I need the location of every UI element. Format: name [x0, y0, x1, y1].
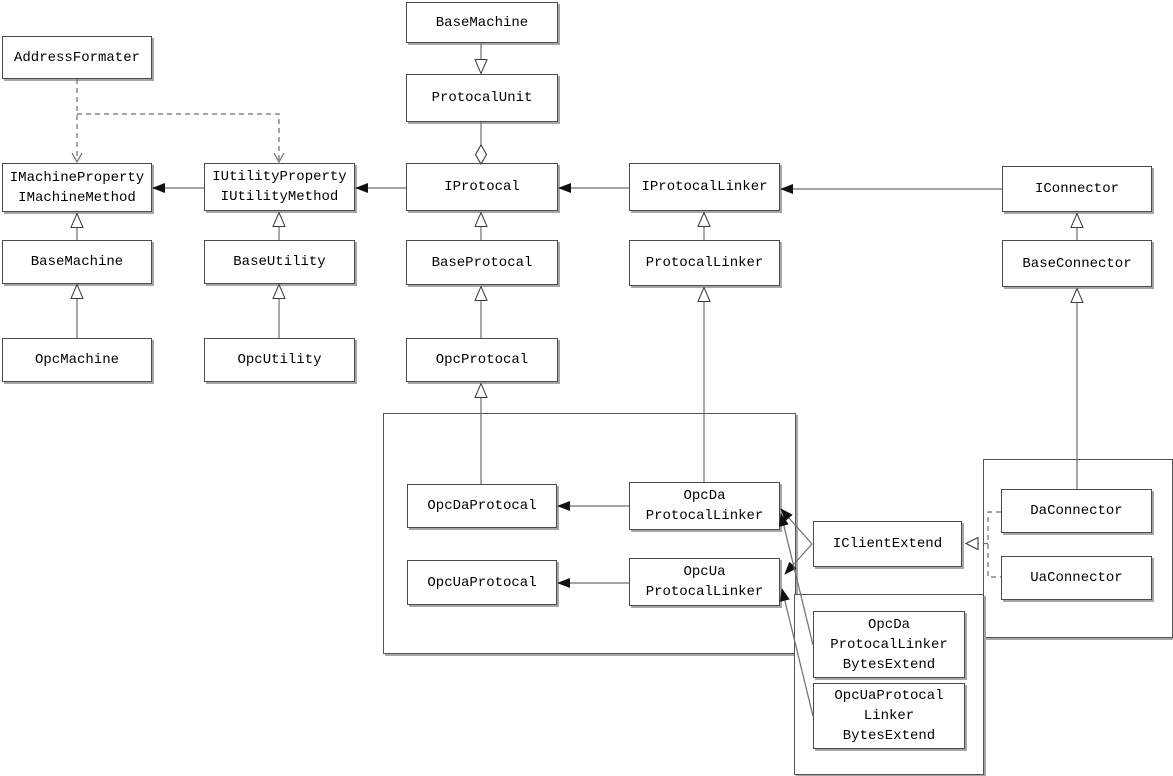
open-arrowhead-iutility	[273, 152, 285, 164]
class-label: IConnector	[1034, 181, 1119, 197]
class-label: OpcUaProtocal	[427, 574, 537, 591]
class-label: OpcProtocal	[435, 352, 529, 368]
class-label: IProtocal	[444, 179, 520, 195]
class-label: UaConnector	[1030, 570, 1123, 586]
class-box-opc-ua-protocal-linker: OpcUa ProtocalLinker	[629, 558, 780, 606]
realization-hollow-arrowhead	[964, 536, 979, 551]
class-box-protocal-linker: ProtocalLinker	[629, 240, 780, 286]
open-arrowhead-imachine	[71, 152, 83, 164]
class-label: OpcUa ProtocalLinker	[645, 564, 764, 600]
class-label: IMachineProperty IMachineMethod	[9, 169, 145, 206]
group-box-connectors	[983, 459, 1173, 638]
class-label: BaseUtility	[233, 254, 326, 270]
class-label: ProtocalLinker	[645, 255, 764, 271]
class-box-base-machine-left: BaseMachine	[2, 240, 152, 284]
class-label: IProtocalLinker	[641, 179, 768, 195]
class-label: OpcUtility	[237, 352, 322, 368]
class-label: AddressFormater	[13, 49, 141, 66]
class-box-opc-protocal: OpcProtocal	[406, 338, 558, 382]
class-label: BaseMachine	[435, 14, 529, 31]
class-box-address-formater: AddressFormater	[2, 36, 152, 79]
class-box-da-connector: DaConnector	[1001, 489, 1152, 533]
class-box-opc-ua-protocal: OpcUaProtocal	[407, 560, 557, 605]
class-box-base-machine-top: BaseMachine	[406, 2, 558, 43]
class-label: ProtocalUnit	[431, 90, 533, 106]
class-box-iprotocal-linker: IProtocalLinker	[629, 163, 780, 211]
class-box-opc-da-protocal-linker: OpcDa ProtocalLinker	[629, 482, 780, 530]
class-box-opc-da-protocal: OpcDaProtocal	[407, 484, 557, 528]
edge-addressformater-to-iutility	[77, 113, 280, 160]
class-label: OpcDaProtocal	[427, 498, 537, 514]
class-label: DaConnector	[1030, 503, 1123, 519]
class-label: OpcUaProtocal Linker BytesExtend	[834, 688, 944, 744]
class-label: BaseProtocal	[431, 254, 533, 271]
class-label: IClientExtend	[832, 536, 943, 552]
class-box-opc-ua-linker-bytes-extend: OpcUaProtocal Linker BytesExtend	[813, 683, 965, 749]
class-label: OpcMachine	[34, 352, 119, 368]
aggregation-diamond	[474, 143, 488, 166]
class-label: BaseConnector	[1022, 255, 1132, 272]
class-box-imachine: IMachineProperty IMachineMethod	[2, 163, 152, 212]
class-box-opc-da-linker-bytes-extend: OpcDa ProtocalLinker BytesExtend	[813, 611, 965, 678]
class-box-iutility: IUtilityProperty IUtilityMethod	[204, 163, 355, 211]
class-box-base-connector: BaseConnector	[1002, 240, 1152, 287]
class-label: OpcDa ProtocalLinker	[645, 488, 764, 524]
class-box-iclient-extend: IClientExtend	[813, 521, 962, 567]
class-box-opc-utility: OpcUtility	[204, 338, 355, 382]
class-box-protocal-unit: ProtocalUnit	[406, 74, 558, 122]
class-label: BaseMachine	[30, 254, 124, 270]
class-box-iprotocal: IProtocal	[406, 163, 558, 211]
class-box-base-utility: BaseUtility	[204, 240, 355, 284]
class-box-base-protocal: BaseProtocal	[406, 240, 558, 285]
group-box-opc-protocal-linkers	[383, 413, 796, 654]
class-label: IUtilityProperty IUtilityMethod	[212, 169, 347, 205]
class-box-opc-machine: OpcMachine	[2, 338, 152, 382]
class-box-ua-connector: UaConnector	[1001, 556, 1152, 600]
class-box-iconnector: IConnector	[1002, 166, 1152, 212]
class-label: OpcDa ProtocalLinker BytesExtend	[830, 616, 948, 673]
